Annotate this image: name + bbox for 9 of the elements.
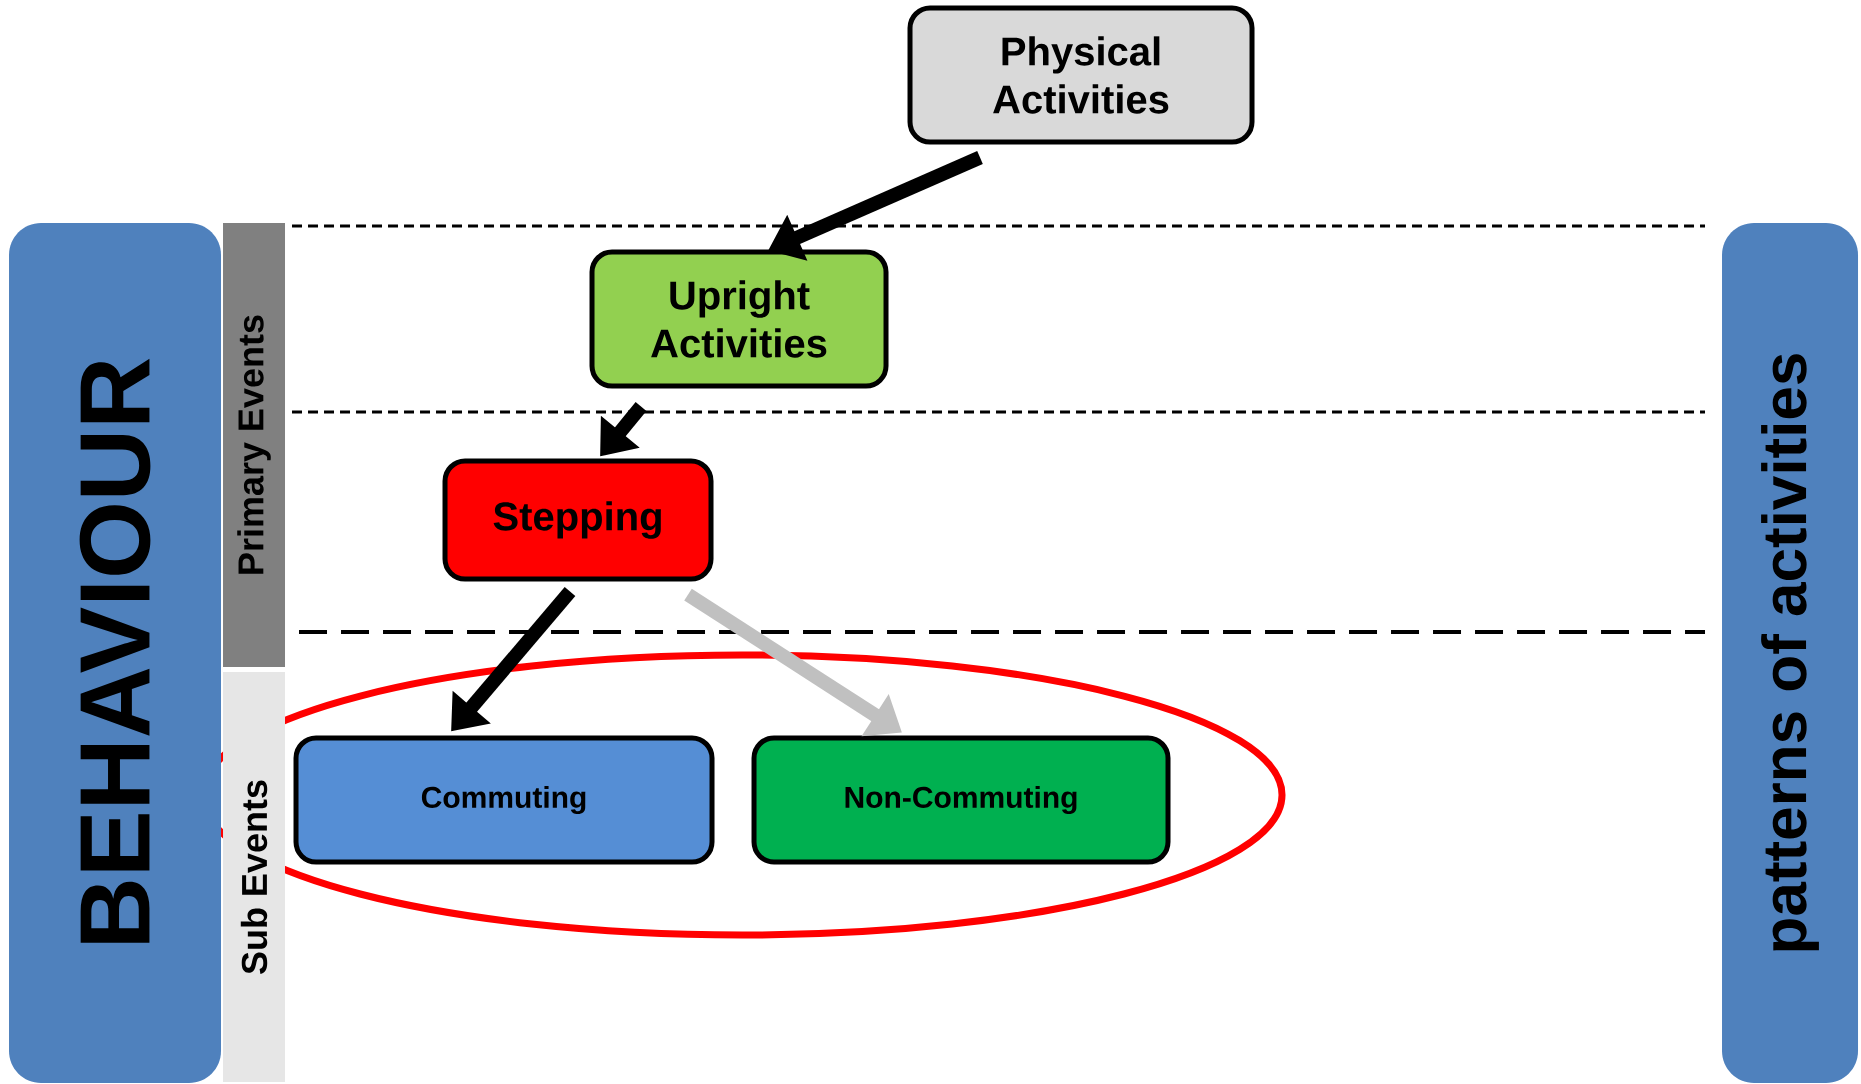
side-band: patterns of activities <box>1722 223 1858 1083</box>
section-band: Sub Events <box>223 672 285 1082</box>
process-box: Commuting <box>293 735 715 865</box>
process-box: Physical Activities <box>907 5 1255 145</box>
process-box: Upright Activities <box>589 249 889 389</box>
process-box: Non-Commuting <box>751 735 1171 865</box>
process-box: Stepping <box>442 458 714 582</box>
section-band: Primary Events <box>223 223 285 667</box>
side-band: BEHAVIOUR <box>9 223 221 1083</box>
